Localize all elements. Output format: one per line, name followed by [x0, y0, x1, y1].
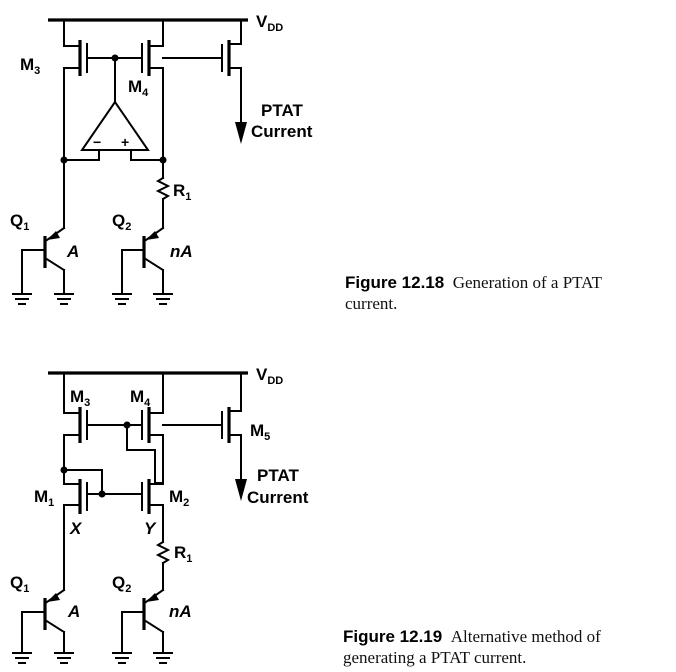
q1-area-label-2: A	[67, 602, 80, 621]
figure-12-19-caption-line2: generating a PTAT current.	[343, 648, 527, 667]
vdd-label: VDD	[256, 12, 283, 34]
node-x-label: X	[69, 519, 83, 538]
q2-label: Q2	[112, 211, 131, 233]
q1-area-label: A	[66, 242, 79, 261]
pnp-q2-2	[112, 588, 173, 664]
figure-12-18-circuit: VDD M3 M4 PTAT Curr	[10, 12, 313, 305]
figure-12-19-caption-line1: Alternative method of	[450, 627, 601, 646]
pmos-m5	[221, 372, 247, 501]
m3-label: M3	[20, 55, 40, 77]
figure-12-18-caption-line1: Generation of a PTAT	[452, 273, 602, 292]
r1-label-2: R1	[174, 543, 192, 565]
q2-area-label-2: nA	[169, 602, 192, 621]
q1-label-2: Q1	[10, 573, 29, 595]
nmos-m2	[141, 479, 164, 529]
output-label-line1: PTAT	[261, 101, 303, 120]
figure-12-19-circuit: VDD M3 M4 M5 P	[10, 365, 309, 664]
figure-12-18-caption: Figure 12.18 Generation of a PTAT curren…	[345, 272, 665, 314]
output-label-line1-2: PTAT	[257, 466, 299, 485]
m2-label: M2	[169, 487, 189, 509]
opamp-plus-sign: +	[121, 134, 129, 150]
q2-label-2: Q2	[112, 573, 131, 595]
figure-12-18-number: Figure 12.18	[345, 273, 445, 292]
output-label-line2: Current	[251, 122, 313, 141]
pnp-q1-2	[12, 527, 74, 664]
pnp-q2	[112, 226, 173, 305]
r1-label: R1	[173, 181, 191, 203]
figure-12-19-number: Figure 12.19	[343, 627, 443, 646]
m3-label-2: M3	[70, 387, 90, 409]
q2-area-label: nA	[170, 242, 193, 261]
m1-label: M1	[34, 487, 54, 509]
pmos-output	[221, 19, 247, 144]
figure-12-19-caption: Figure 12.19 Alternative method of gener…	[343, 626, 668, 668]
resistor-r1	[155, 159, 171, 229]
pmos-m4-2	[141, 372, 164, 484]
output-label-line2-2: Current	[247, 488, 309, 507]
nmos-m1	[63, 469, 103, 529]
opamp: − +	[63, 100, 164, 161]
vdd-label-2: VDD	[256, 365, 283, 387]
m5-label: M5	[250, 421, 270, 443]
node-y-label: Y	[144, 519, 157, 538]
m4-label: M4	[128, 77, 149, 99]
resistor-r1-2	[155, 527, 171, 591]
pmos-m3	[63, 19, 88, 161]
opamp-minus-sign: −	[93, 134, 101, 150]
m4-label-2: M4	[130, 387, 151, 409]
q1-label: Q1	[10, 211, 29, 233]
pnp-q1	[12, 159, 74, 305]
figure-12-18-caption-line2: current.	[345, 294, 398, 313]
